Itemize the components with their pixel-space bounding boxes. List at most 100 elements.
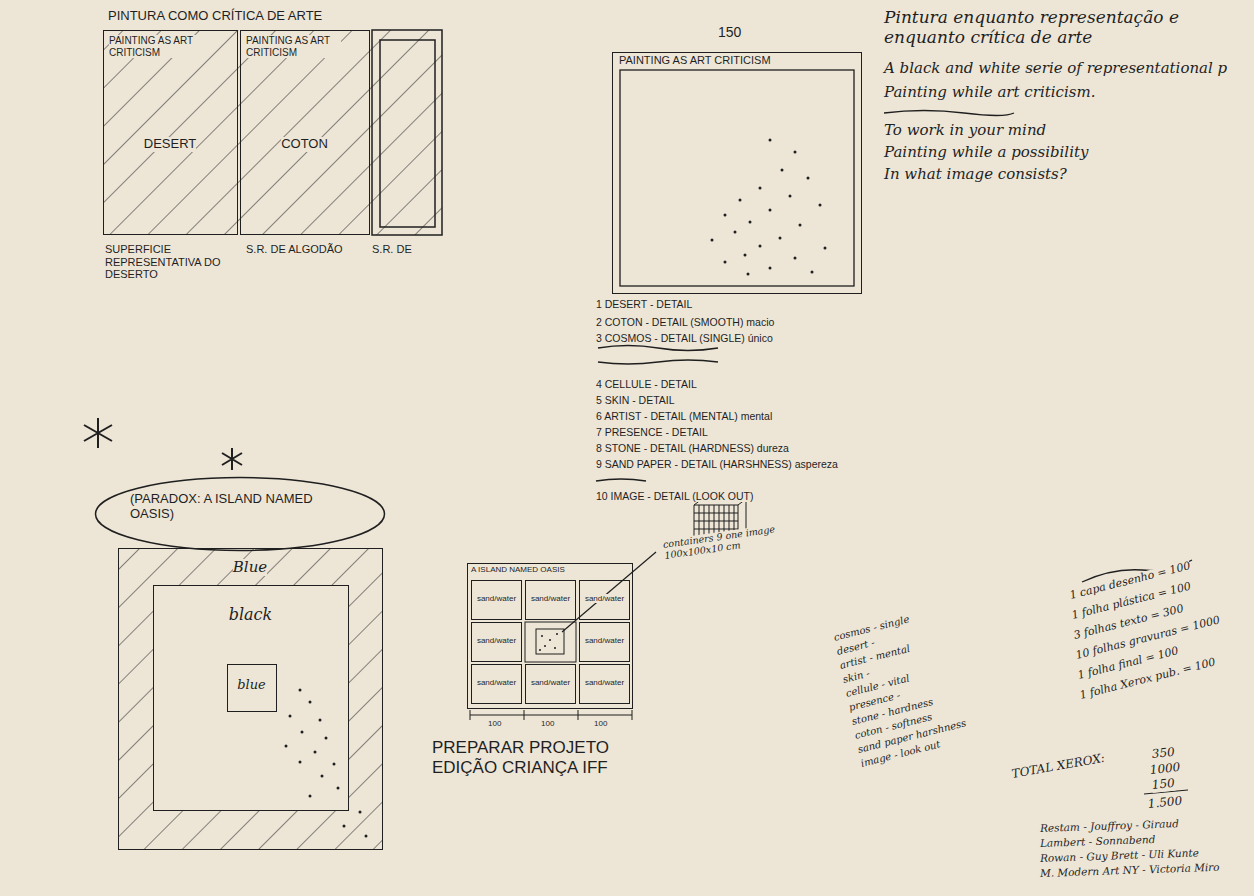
note-text: 1 DESERT - DETAIL: [596, 298, 692, 310]
island-dots: [309, 795, 312, 798]
center-dots: [556, 633, 558, 635]
asterisk: [84, 418, 242, 470]
box-text: COTON: [281, 137, 328, 152]
box-text: sand/water: [585, 594, 624, 603]
point-dots: [739, 199, 742, 202]
leader-line: [562, 552, 656, 632]
note-text: 1.500: [1147, 794, 1183, 811]
point-dots: [747, 273, 750, 276]
asterisk: [222, 448, 242, 470]
painting-frame: [620, 70, 854, 286]
note-text: 3 COSMOS - DETAIL (SINGLE) único: [596, 332, 773, 344]
note-text: 150: [1151, 777, 1175, 793]
painting-frame: [620, 70, 854, 286]
note-text: 6 ARTIST - DETAIL (MENTAL) mental: [596, 410, 772, 422]
point-dots: [794, 257, 797, 260]
center-dots: [554, 647, 556, 649]
island-dots: [343, 825, 346, 828]
leader-line: [562, 552, 656, 632]
asterisk: [84, 418, 112, 448]
note-text: 150: [718, 24, 741, 40]
box-text: DESERT: [144, 137, 197, 152]
island-square: Blue black blue: [118, 548, 383, 850]
note-text: 100: [488, 719, 501, 728]
hatching: [118, 548, 383, 850]
center-cell: [525, 622, 576, 662]
grid-cell: sand/water: [525, 580, 576, 620]
note-text: 2 COTON - DETAIL (SMOOTH) macio: [596, 316, 774, 328]
note-text: TOTAL XEROX:: [1011, 752, 1106, 782]
point-dots: [769, 139, 772, 142]
point-dots: [724, 214, 727, 217]
island-dots: [309, 701, 312, 704]
page-title: PINTURA COMO CRÍTICA DE ARTE: [108, 9, 322, 24]
point-dots: [789, 195, 792, 198]
note-text: SUPERFICIE REPRESENTATIVA DO DESERTO: [105, 243, 223, 281]
box-text: (PARADOX: A ISLAND NAMED OASIS): [130, 492, 340, 522]
grid-cell: sand/water: [471, 664, 522, 704]
note-text: S.R. DE: [372, 243, 412, 256]
hatching: [103, 30, 442, 235]
grid-cell: sand/water: [471, 580, 522, 620]
crossed-out-writing: [598, 360, 718, 364]
stack-drawing: [694, 513, 738, 529]
island-dots: [319, 719, 322, 722]
island-dots: [359, 811, 362, 814]
island-dots: [299, 761, 302, 764]
grid-cell: sand/water: [471, 622, 522, 662]
painting-panel: PAINTING AS ART CRITICISM COTON: [240, 30, 370, 235]
crossed-out-writing: [884, 111, 1014, 116]
center-dots: [539, 649, 541, 651]
hatching: [103, 30, 442, 850]
box-text: sand/water: [531, 594, 570, 603]
painting-panel: PAINTING AS ART CRITICISM DESERT: [103, 30, 238, 235]
third-panel: [372, 30, 442, 235]
box-text: A ISLAND NAMED OASIS: [471, 565, 565, 574]
note-text: M. Modern Art NY - Victoria Miro: [1040, 861, 1220, 879]
paradox-ellipse: (PARADOX: A ISLAND NAMED OASIS): [94, 476, 386, 552]
crossed-out-writing: [596, 479, 646, 481]
box-text: PAINTING AS ART CRITICISM: [109, 35, 204, 58]
island-dots: [321, 775, 324, 778]
island-dots: [337, 787, 340, 790]
point-dots: [794, 151, 797, 154]
island-dots: [333, 763, 336, 766]
box-text: Blue: [233, 559, 267, 576]
note-text: 7 PRESENCE - DETAIL: [596, 426, 708, 438]
point-dots: [734, 231, 737, 234]
ellipse-outline: [96, 478, 385, 551]
note-text: S.R. DE ALGODÃO: [246, 243, 343, 256]
island-dots: [299, 689, 302, 692]
point-dots: [819, 204, 822, 207]
point-dots: [724, 261, 727, 264]
box-text: PAINTING AS ART CRITICISM: [246, 35, 341, 58]
note-text: 100: [541, 719, 554, 728]
grid-cell: sand/water: [579, 622, 630, 662]
box-text: sand/water: [585, 678, 624, 687]
note-text: In what image consists?: [884, 166, 1067, 183]
note-text: 350: [1151, 746, 1175, 762]
note-text: 10 IMAGE - DETAIL (LOOK OUT): [596, 490, 754, 502]
box-text: black: [229, 606, 273, 624]
point-dots: [744, 254, 747, 257]
note-text: 9 SAND PAPER - DETAIL (HARSHNESS) aspere…: [596, 458, 838, 470]
grid-cell: sand/water: [525, 664, 576, 704]
third-panel: [372, 30, 442, 235]
center-dots: [541, 635, 543, 637]
note-text: Restam - Jouffroy - Giraud: [1040, 817, 1179, 834]
crossed-out-writing: [598, 346, 718, 351]
box-text: blue: [237, 678, 266, 693]
note-text: 8 STONE - DETAIL (HARDNESS) dureza: [596, 442, 789, 454]
box-text: sand/water: [477, 636, 516, 645]
island-square: blue: [227, 664, 277, 712]
note-text: Pintura enquanto representação e enquant…: [884, 8, 1246, 47]
box-text: sand/water: [585, 636, 624, 645]
point-dots: [824, 247, 827, 250]
note-text: 5 SKIN - DETAIL: [596, 394, 675, 406]
point-dots: [749, 221, 752, 224]
center-dots: [539, 633, 558, 651]
island-dots: [314, 751, 317, 754]
point-dots: [779, 237, 782, 240]
note-text: 1000: [1149, 761, 1181, 778]
